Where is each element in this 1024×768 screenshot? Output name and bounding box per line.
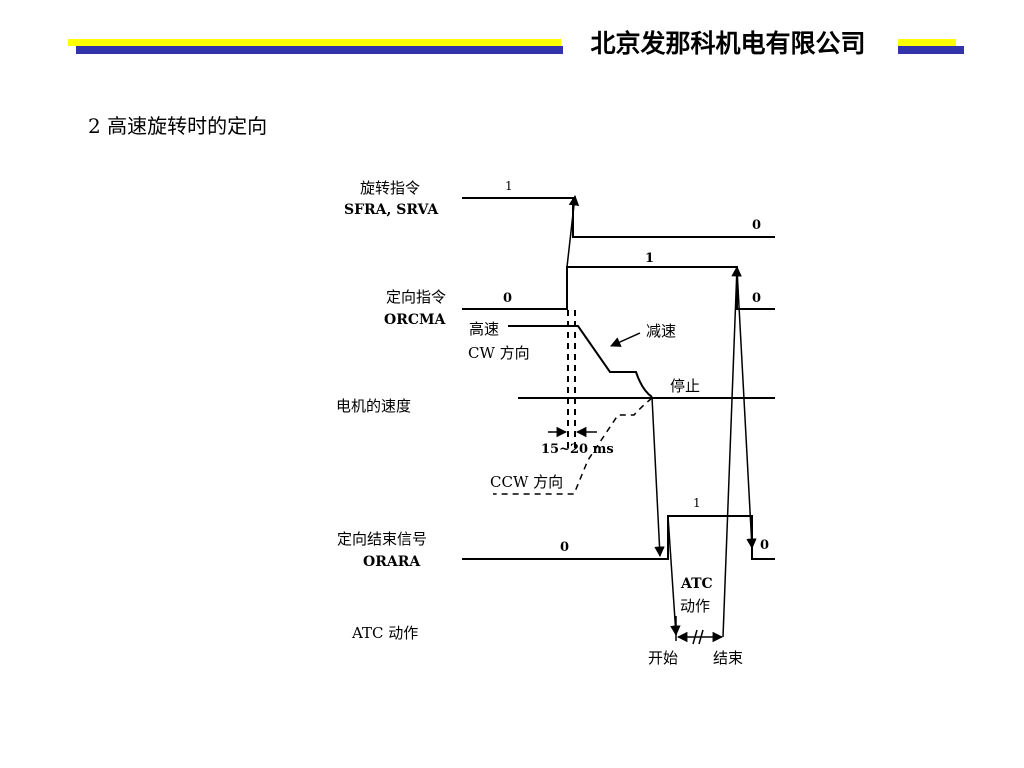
atc-code-label: ATC — [680, 576, 713, 592]
stop-to-orientation-end-arrow — [651, 396, 665, 558]
header-bar-left-yellow — [68, 39, 561, 46]
orientation-command-end-value: 0 — [752, 291, 761, 306]
rotation-to-orientation-arrow — [566, 194, 580, 268]
motor-speed-label: 电机的速度 — [336, 397, 411, 415]
orientation-command-high-value: 1 — [645, 251, 654, 266]
atc-duration-break — [692, 629, 704, 645]
orientation-command-low-value: 0 — [503, 291, 512, 306]
orientation-end-high-value: 1 — [693, 496, 701, 510]
decelerate-label: 减速 — [646, 322, 676, 340]
cw-direction-label: CW 方向 — [468, 344, 530, 362]
atc-start-label: 开始 — [648, 649, 678, 667]
rotation-command-label: 旋转指令 — [360, 179, 420, 197]
atc-end-to-orientation-arrow — [722, 265, 742, 638]
orientation-to-orientation-end-arrow — [736, 268, 757, 550]
header-bar-right-blue — [898, 46, 964, 54]
decelerate-arrow — [610, 332, 641, 347]
orientation-command-label: 定向指令 — [386, 288, 446, 306]
rotation-command-waveform — [462, 197, 775, 238]
atc-action-text: 动作 — [680, 597, 710, 615]
delay-label: 15~20 ms — [541, 442, 614, 457]
slide-heading: 2 高速旋转时的定向 — [88, 114, 268, 138]
header-bar-left-blue — [76, 46, 563, 54]
orientation-end-waveform — [462, 515, 775, 560]
cw-speed-curve — [508, 325, 653, 398]
orientation-end-code: ORARA — [363, 554, 421, 570]
orientation-end-to-atc-start-arrow — [667, 515, 681, 637]
header-bar-right-yellow — [898, 39, 956, 46]
orientation-end-final-value: 0 — [760, 538, 769, 553]
atc-action-label: ATC 动作 — [351, 624, 418, 642]
rotation-command-high-value: 1 — [505, 179, 513, 193]
stop-label: 停止 — [670, 377, 700, 395]
high-speed-label: 高速 — [469, 320, 499, 338]
orientation-end-low-value: 0 — [560, 540, 569, 555]
company-name: 北京发那科机电有限公司 — [590, 29, 866, 58]
atc-end-label: 结束 — [713, 649, 743, 667]
ccw-speed-curve — [493, 397, 653, 495]
rotation-command-low-value: 0 — [752, 218, 761, 233]
orientation-command-code: ORCMA — [384, 312, 446, 328]
orientation-command-waveform — [462, 266, 775, 310]
ccw-direction-label: CCW 方向 — [490, 473, 563, 491]
orientation-end-label: 定向结束信号 — [337, 530, 427, 548]
rotation-command-code: SFRA, SRVA — [344, 202, 439, 218]
